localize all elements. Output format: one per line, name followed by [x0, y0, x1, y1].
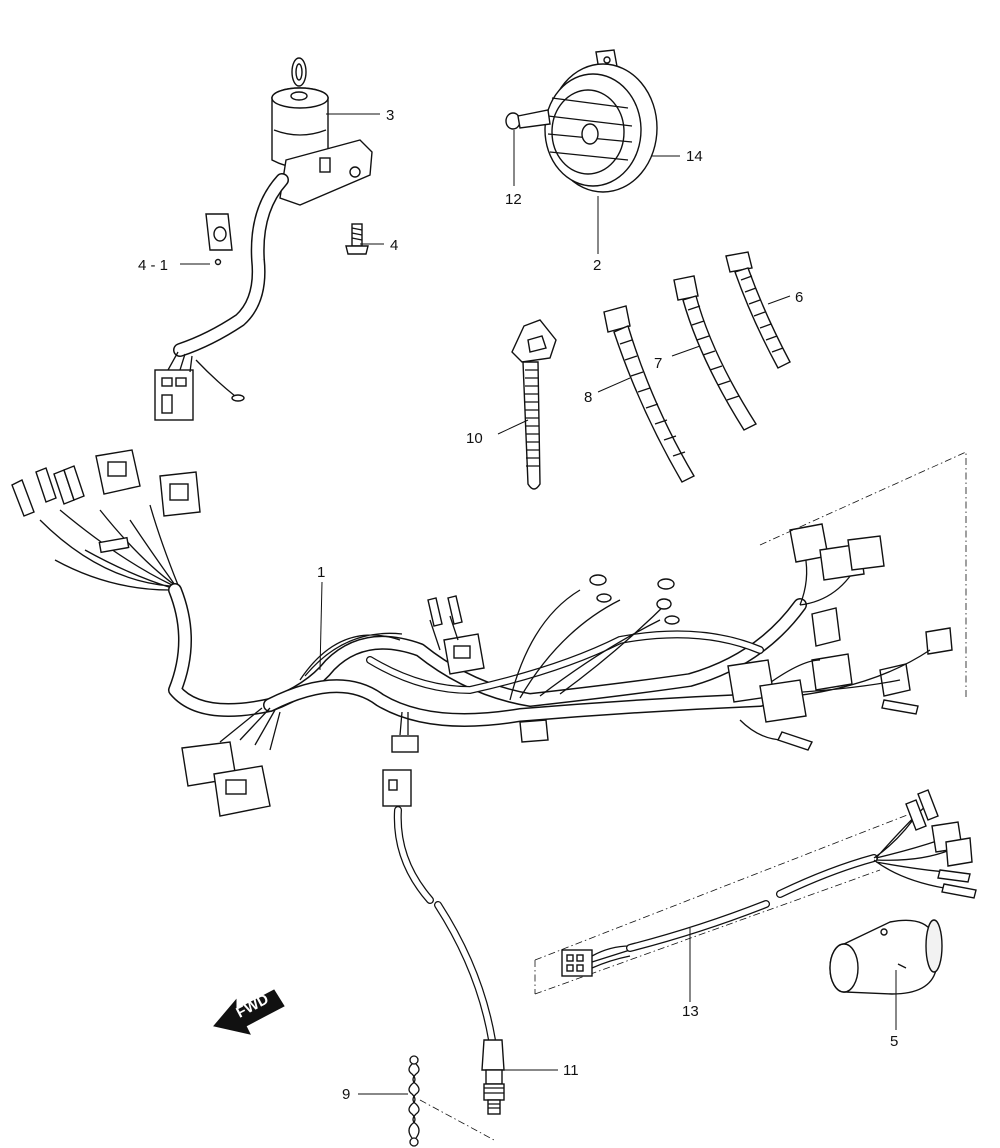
horn-screw: [505, 109, 551, 130]
callout-5: 5: [890, 1033, 898, 1050]
callout-numbers: 1 2 3 4 4 - 1 5 6 7 8 9 10 11 12 13 14: [138, 107, 898, 1103]
callout-1: 1: [317, 564, 325, 581]
callout-4-1: 4 - 1: [138, 257, 168, 274]
wire-clip: [205, 213, 233, 266]
mounting-bolt: [345, 223, 369, 255]
callout-leaders: [180, 113, 897, 1095]
callout-14: 14: [686, 148, 703, 165]
callout-3: 3: [386, 107, 394, 124]
callout-4: 4: [390, 237, 398, 254]
sensor-with-lead: [382, 769, 505, 1115]
sub-harness: [534, 789, 977, 995]
callout-10: 10: [466, 430, 483, 447]
callout-12: 12: [505, 191, 522, 208]
main-wiring-harness: [11, 449, 967, 817]
callout-7: 7: [654, 355, 662, 372]
horn: [544, 49, 658, 193]
callout-13: 13: [682, 1003, 699, 1020]
callout-6: 6: [795, 289, 803, 306]
cable-tie: [511, 319, 557, 490]
cable-strap-8: [603, 305, 695, 483]
ignition-switch: [154, 57, 373, 421]
cable-strap-6: [725, 251, 791, 369]
cylinder-switch: [829, 919, 943, 995]
callout-11: 11: [563, 1062, 579, 1079]
cable-strap-7: [673, 275, 758, 431]
callout-8: 8: [584, 389, 592, 406]
callout-2: 2: [593, 257, 601, 274]
forward-direction-arrow: FWD: [213, 989, 285, 1035]
callout-9: 9: [342, 1086, 350, 1103]
spring: [408, 1055, 495, 1147]
